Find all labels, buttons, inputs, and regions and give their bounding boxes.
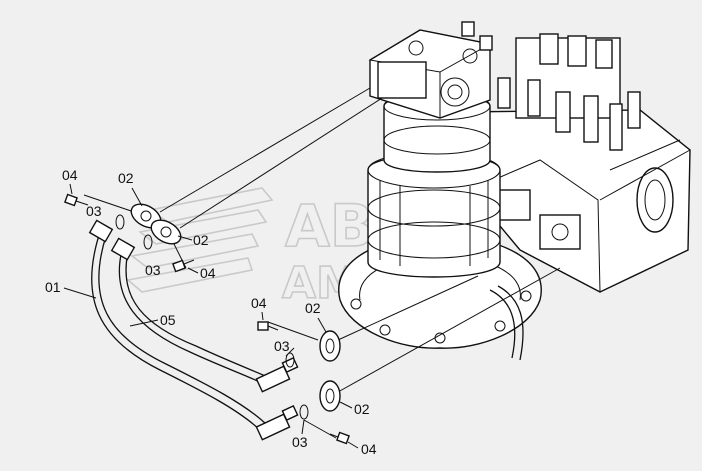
leader-lines xyxy=(83,87,561,439)
split-flange-center xyxy=(319,330,341,362)
split-flange-lower xyxy=(319,380,341,412)
bolts xyxy=(64,193,350,445)
hose-05 xyxy=(110,237,271,385)
label-02-c: 02 xyxy=(305,300,321,316)
hose-fitting-lower xyxy=(255,405,299,441)
hose-01 xyxy=(88,219,269,433)
swing-motor-assembly xyxy=(338,21,542,361)
label-05: 05 xyxy=(160,312,176,328)
label-03-b: 03 xyxy=(145,262,161,278)
label-04-a: 04 xyxy=(62,167,78,183)
label-03-c: 03 xyxy=(274,338,290,354)
watermark-logo xyxy=(126,187,274,293)
label-02-a: 02 xyxy=(118,170,134,186)
label-04-d: 04 xyxy=(361,441,377,457)
o-rings xyxy=(115,214,309,420)
label-03-d: 03 xyxy=(292,434,308,450)
label-02-d: 02 xyxy=(354,401,370,417)
split-flange-middle-left xyxy=(150,219,182,245)
label-04-c: 04 xyxy=(251,295,267,311)
label-04-b: 04 xyxy=(200,265,216,281)
part-labels: 01 05 02 02 02 02 03 03 03 03 04 04 04 0… xyxy=(45,167,377,457)
label-02-b: 02 xyxy=(193,232,209,248)
label-03-a: 03 xyxy=(86,203,102,219)
label-01: 01 xyxy=(45,279,61,295)
